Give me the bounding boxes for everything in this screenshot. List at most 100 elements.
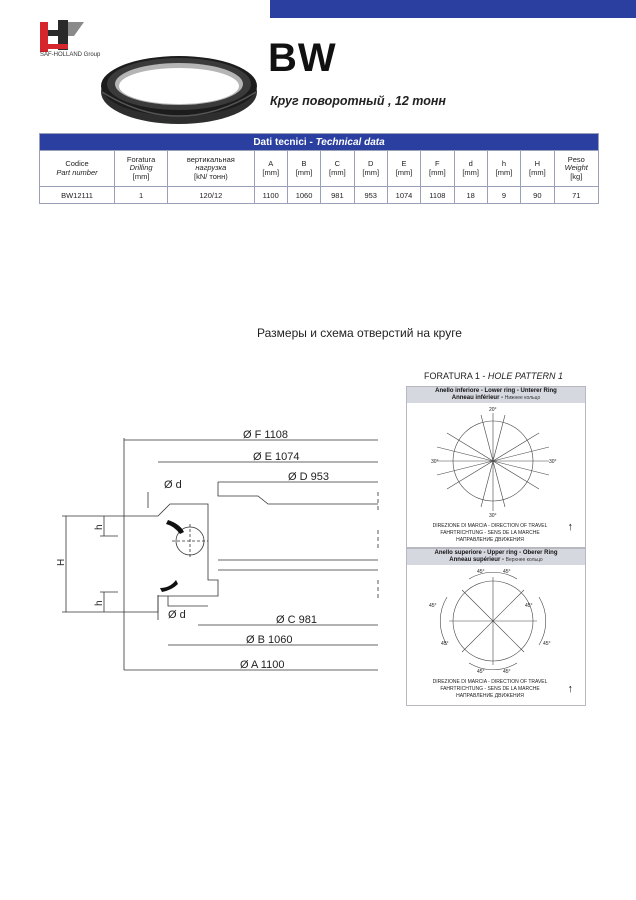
column-header-line: [mm] <box>132 171 150 181</box>
column-header-line: Part number <box>56 167 98 177</box>
dim-big-h-label: H <box>56 559 67 566</box>
column-header-line: [mm] <box>529 167 546 177</box>
column-header-line: Weight <box>564 163 588 173</box>
table-banner: Dati tecnici - Technical data <box>39 133 599 151</box>
lower-ring-diagram: 20° 30° 30° 30° <box>431 407 557 519</box>
upper-angle-7: 45° <box>477 669 485 675</box>
column-header-line: [mm] <box>295 167 313 177</box>
upper-angle-6: 45° <box>543 641 551 647</box>
upper-angle-4: 45° <box>525 603 533 609</box>
lower-foot-2: FAHRTRICHTUNG - SENS DE LA MARCHE <box>440 530 540 536</box>
lower-angle-left: 30° <box>431 459 439 465</box>
column-header-line: [mm] <box>329 167 346 177</box>
column-header-line: D <box>367 158 374 168</box>
diagram-caption: Размеры и схема отверстий на круге <box>257 326 462 340</box>
upper-angle-3: 45° <box>429 603 437 609</box>
upper-angle-1: 45° <box>477 569 485 575</box>
dim-d-bottom-label: Ø d <box>168 609 186 621</box>
column-header-line: F <box>435 158 440 168</box>
column-header-line: C <box>334 158 341 168</box>
table-cell: 120/12 <box>167 186 255 204</box>
column-header-11: H[mm] <box>520 150 555 187</box>
hole-pattern-title: FORATURA 1 - HOLE PATTERN 1 <box>424 371 563 381</box>
dim-e-label: Ø E 1074 <box>253 451 299 463</box>
table-cell: 1060 <box>286 186 322 204</box>
dim-a-label: Ø A 1100 <box>240 659 284 671</box>
lower-direction-text: DIREZIONE DI MARCIA - DIRECTION OF TRAVE… <box>415 523 565 544</box>
column-header-9: d[mm] <box>453 150 488 187</box>
upper-angle-8: 45° <box>503 669 511 675</box>
column-header-line: E <box>401 158 407 168</box>
upper-head-2: Anneau supérieur - <box>449 557 506 563</box>
header-bar <box>270 0 636 18</box>
table-cell: 1 <box>114 186 169 204</box>
upper-foot-1: DIREZIONE DI MARCIA - DIRECTION OF TRAVE… <box>432 679 548 685</box>
saf-holland-logo <box>40 20 84 52</box>
lower-angle-bottom: 30° <box>489 513 497 519</box>
upper-foot-3: НАПРАВЛЕНИЕ ДВИЖЕНИЯ <box>456 693 524 699</box>
hp-title-prefix: FORATURA 1 - <box>424 371 488 381</box>
product-subtitle: Круг поворотный , 12 тонн <box>270 94 446 108</box>
table-cell: 953 <box>353 186 388 204</box>
column-header-line: нагрузка <box>195 163 227 173</box>
banner-it: Dati tecnici - <box>253 136 316 148</box>
lower-ring-pattern: Anello inferiore - Lower ring - Unterer … <box>406 386 586 548</box>
table-cell: 90 <box>520 186 555 204</box>
table-cell: 71 <box>553 186 599 204</box>
cross-section-drawing: Ø F 1108 Ø E 1074 Ø D 953 Ø C 981 Ø B 10… <box>56 429 379 671</box>
column-header-8: F[mm] <box>420 150 455 187</box>
upper-direction-text: DIREZIONE DI MARCIA - DIRECTION OF TRAVE… <box>415 679 565 700</box>
column-header-line: вертикальная <box>186 154 235 164</box>
column-header-line: [mm] <box>262 167 280 177</box>
table-cell: 9 <box>486 186 522 204</box>
table-cell: 1074 <box>386 186 422 204</box>
lower-head-ru: Нижнее кольцо <box>504 395 541 401</box>
column-header-line: [mm] <box>362 167 380 177</box>
table-cell: 18 <box>453 186 488 204</box>
table-cell: 981 <box>320 186 355 204</box>
dim-h-top-label: h <box>94 524 105 530</box>
upper-head-1: Anello superiore - Upper ring - Oberer R… <box>434 550 558 556</box>
lower-head-1: Anello inferiore - Lower ring - Unterer … <box>435 388 557 394</box>
column-header-line: [mm] <box>395 167 413 177</box>
column-header-line: A <box>268 158 274 168</box>
dim-f-label: Ø F 1108 <box>243 429 288 441</box>
column-header-4: B[mm] <box>286 150 322 187</box>
dim-d-top-label: Ø d <box>164 479 182 491</box>
column-header-line: [mm] <box>429 167 446 177</box>
upper-angle-5: 45° <box>441 641 449 647</box>
column-header-line: [mm] <box>495 167 513 177</box>
upper-head-ru: Верхнее кольцо <box>505 557 543 563</box>
dim-b-label: Ø B 1060 <box>246 634 292 646</box>
column-header-line: [kN/ тонн) <box>193 171 228 181</box>
dim-c-label: Ø C 981 <box>276 614 317 626</box>
column-header-7: E[mm] <box>386 150 422 187</box>
lower-foot-1: DIREZIONE DI MARCIA - DIRECTION OF TRAVE… <box>432 523 548 529</box>
column-header-line: [kg] <box>570 171 583 181</box>
table-cell: BW12111 <box>38 186 116 204</box>
upper-angle-2: 45° <box>503 569 511 575</box>
table-cell: 1108 <box>420 186 455 204</box>
table-cell: 1100 <box>253 186 288 204</box>
column-header-6: D[mm] <box>353 150 388 187</box>
hp-title-italic: HOLE PATTERN 1 <box>487 371 564 381</box>
dim-d-label: Ø D 953 <box>288 471 329 483</box>
lower-head-2: Anneau inférieur - <box>451 395 505 401</box>
banner-en: Technical data <box>315 136 385 148</box>
column-header-line: Codice <box>65 158 89 168</box>
brand-caption: SAF-HOLLAND Group <box>40 52 101 58</box>
column-header-line: Peso <box>567 154 585 164</box>
direction-arrow-icon: ↑ <box>567 521 574 533</box>
upper-foot-2: FAHRTRICHTUNG - SENS DE LA MARCHE <box>440 686 540 692</box>
column-header-line: [mm] <box>462 167 480 177</box>
lower-angle-right: 30° <box>549 459 557 465</box>
direction-arrow-icon: ↑ <box>567 683 574 695</box>
column-header-line: B <box>301 158 307 168</box>
product-code: BW <box>268 36 337 80</box>
slewing-ring-photo <box>101 56 257 124</box>
